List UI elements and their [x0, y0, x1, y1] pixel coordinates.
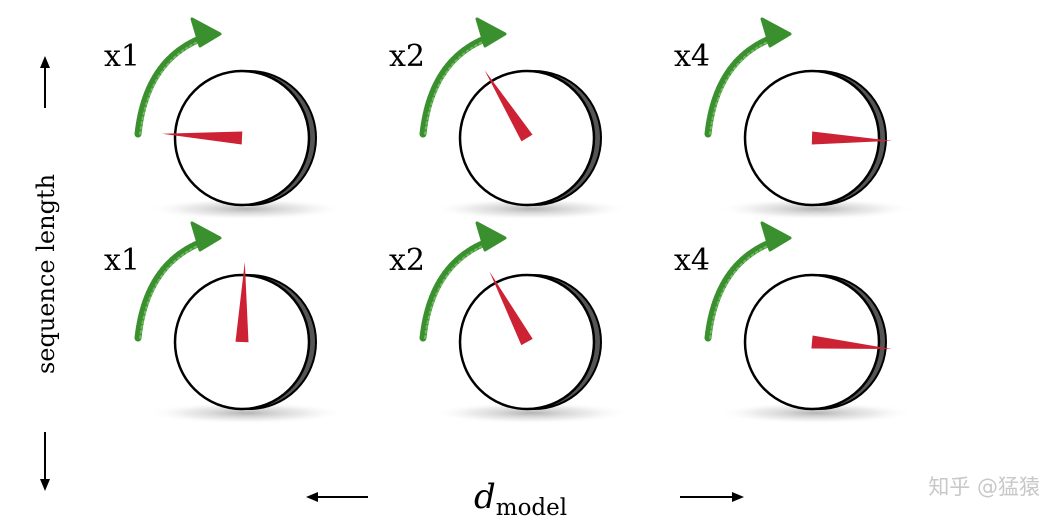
- dial-shadow: [717, 198, 915, 220]
- rotation-arrow-shaft: [704, 34, 776, 138]
- dial-multiplier-label: x1: [104, 243, 140, 278]
- dial-group: x4: [674, 17, 915, 220]
- rotation-arrow-texture: [139, 243, 203, 339]
- d-symbol: d: [474, 477, 496, 517]
- rotation-arrow-shaft: [704, 238, 776, 342]
- dial-group: x2: [389, 17, 630, 220]
- dial-group: x1: [104, 221, 345, 424]
- rotation-arrow-texture: [709, 39, 773, 135]
- rotation-arrow-texture: [424, 39, 488, 135]
- dial-needle: [811, 335, 892, 349]
- vertical-axis: sequence length: [32, 56, 60, 491]
- rotation-arrow-shaft: [419, 34, 491, 138]
- rotation-arrow-head: [190, 17, 222, 48]
- dials-grid: x1 x2 x4 x1 x2 x4: [104, 17, 915, 424]
- dial-group: x2: [389, 221, 630, 424]
- rotation-arrow-head: [760, 17, 792, 48]
- dial-needle: [484, 70, 533, 142]
- rotation-arrow-texture: [139, 39, 203, 135]
- dial-shadow: [147, 198, 345, 220]
- rotation-arrow-head: [475, 17, 507, 48]
- horizontal-axis: dmodel: [306, 477, 744, 521]
- rotation-arrow-head: [760, 221, 792, 252]
- dial-multiplier-label: x1: [104, 39, 140, 74]
- dial-multiplier-label: x4: [674, 243, 710, 278]
- dial-needle: [235, 262, 249, 343]
- dial-multiplier-label: x2: [389, 39, 425, 74]
- dial-multiplier-label: x4: [674, 39, 710, 74]
- dial-multiplier-label: x2: [389, 243, 425, 278]
- rotation-arrow-head: [190, 221, 222, 252]
- rotation-arrow-shaft: [134, 34, 206, 138]
- dial-shadow: [147, 402, 345, 424]
- dial-group: x4: [674, 221, 915, 424]
- rotation-arrow-head: [475, 221, 507, 252]
- dial-needle: [811, 131, 892, 145]
- dial-shadow: [432, 198, 630, 220]
- rotation-arrow-shaft: [134, 238, 206, 342]
- rotation-arrow-texture: [709, 243, 773, 339]
- left-arrow-head: [306, 492, 318, 502]
- model-subscript: model: [496, 495, 567, 521]
- rotation-arrow-shaft: [419, 238, 491, 342]
- dial-needle: [489, 271, 533, 346]
- horizontal-axis-label: dmodel: [474, 477, 567, 521]
- rotation-arrow-texture: [424, 243, 488, 339]
- up-arrow-head: [40, 56, 50, 68]
- dial-group: x1: [104, 17, 345, 220]
- watermark: 知乎 @猛猿: [928, 475, 1040, 499]
- right-arrow-head: [732, 492, 744, 502]
- dial-shadow: [432, 402, 630, 424]
- dial-needle: [162, 131, 243, 145]
- vertical-axis-label: sequence length: [32, 174, 60, 374]
- dial-shadow: [717, 402, 915, 424]
- down-arrow-head: [40, 479, 50, 491]
